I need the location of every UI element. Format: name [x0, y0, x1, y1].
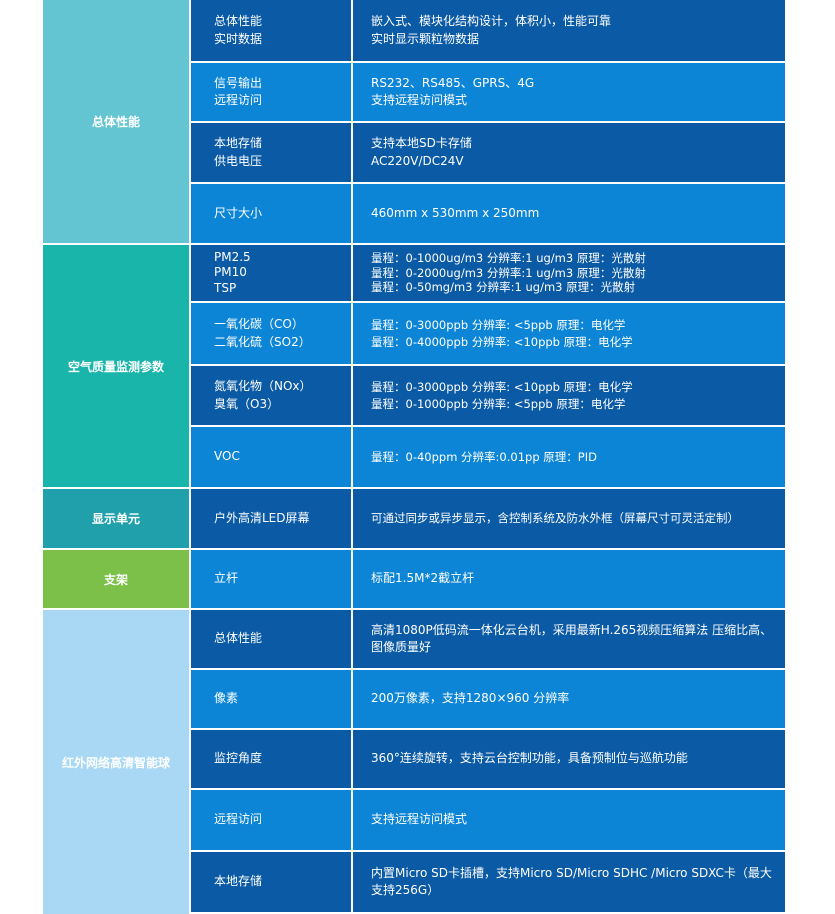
table-row: VOC 量程：0-40ppm 分辨率:0.01pp 原理：PID [191, 427, 785, 487]
group-air-quality: 空气质量监测参数 [43, 245, 189, 487]
table-row: 总体性能 高清1080P低码流一体化云台机，采用最新H.265视频压缩算法 压缩… [191, 610, 785, 668]
param-value: 量程：0-40ppm 分辨率:0.01pp 原理：PID [353, 427, 785, 487]
param-value: 200万像素，支持1280×960 分辨率 [353, 670, 785, 728]
group-title: 总体性能 [91, 115, 140, 129]
param-name: 户外高清LED屏幕 [191, 489, 351, 548]
group-infrared-dome: 红外网络高清智能球 [43, 610, 189, 914]
table-row: 本地存储 内置Micro SD卡插槽，支持Micro SD/Micro SDHC… [191, 852, 785, 912]
param-value: 360°连续旋转，支持云台控制功能，具备预制位与巡航功能 [353, 730, 785, 788]
param-value: RS232、RS485、GPRS、4G 支持远程访问模式 [353, 63, 785, 121]
table-row: 远程访问 支持远程访问模式 [191, 790, 785, 850]
table-row: 氮氧化物（NOx） 臭氧（O3） 量程：0-3000ppb 分辨率: <10pp… [191, 366, 785, 425]
table-row: 本地存储 供电电压 支持本地SD卡存储 AC220V/DC24V [191, 123, 785, 182]
param-value: 量程：0-3000ppb 分辨率: <10ppb 原理：电化学 量程：0-100… [353, 366, 785, 425]
param-value: 460mm x 530mm x 250mm [353, 184, 785, 243]
group-title: 空气质量监测参数 [67, 359, 164, 374]
param-value: 可通过同步或异步显示，含控制系统及防水外框（屏幕尺寸可灵活定制） [353, 489, 785, 548]
param-value: 支持远程访问模式 [353, 790, 785, 850]
param-value: 高清1080P低码流一体化云台机，采用最新H.265视频压缩算法 压缩比高、图像… [353, 610, 785, 668]
param-value: 支持本地SD卡存储 AC220V/DC24V [353, 123, 785, 182]
param-name: 信号输出 远程访问 [191, 63, 351, 121]
param-name: 总体性能 [191, 610, 351, 668]
param-value: 量程：0-1000ug/m3 分辨率:1 ug/m3 原理：光散射 量程：0-2… [353, 245, 785, 301]
param-name: 像素 [191, 670, 351, 728]
param-name: 本地存储 [191, 852, 351, 912]
param-name: 立杆 [191, 550, 351, 608]
table-row: 总体性能 实时数据 嵌入式、模块化结构设计，体积小，性能可靠 实时显示颗粒物数据 [191, 0, 785, 61]
table-row: 户外高清LED屏幕 可通过同步或异步显示，含控制系统及防水外框（屏幕尺寸可灵活定… [191, 489, 785, 548]
param-value: 量程：0-3000ppb 分辨率: <5ppb 原理：电化学 量程：0-4000… [353, 303, 785, 364]
group-title: 支架 [103, 572, 128, 587]
group-bracket: 支架 [43, 550, 189, 608]
param-name: 远程访问 [191, 790, 351, 850]
group-title: 红外网络高清智能球 [61, 755, 170, 770]
table-row: 立杆 标配1.5M*2截立杆 [191, 550, 785, 608]
param-name: 尺寸大小 [191, 184, 351, 243]
param-name: 监控角度 [191, 730, 351, 788]
table-row: 监控角度 360°连续旋转，支持云台控制功能，具备预制位与巡航功能 [191, 730, 785, 788]
param-name: PM2.5 PM10 TSP [191, 245, 351, 301]
param-value: 标配1.5M*2截立杆 [353, 550, 785, 608]
param-name: 氮氧化物（NOx） 臭氧（O3） [191, 366, 351, 425]
param-name: 本地存储 供电电压 [191, 123, 351, 182]
table-row: 信号输出 远程访问 RS232、RS485、GPRS、4G 支持远程访问模式 [191, 63, 785, 121]
spec-table: 总体性能 空气质量监测参数 显示单元 支架 红外网络高清智能球 总体性能 实时数… [43, 0, 785, 914]
table-row: 像素 200万像素，支持1280×960 分辨率 [191, 670, 785, 728]
param-name: 一氧化碳（CO） 二氧化硫（SO2） [191, 303, 351, 364]
param-value: 内置Micro SD卡插槽，支持Micro SD/Micro SDHC /Mic… [353, 852, 785, 912]
param-name: VOC [191, 427, 351, 487]
group-overall-performance: 总体性能 [43, 0, 189, 243]
group-display-unit: 显示单元 [43, 489, 189, 548]
table-row: 尺寸大小 460mm x 530mm x 250mm [191, 184, 785, 243]
param-name: 总体性能 实时数据 [191, 0, 351, 61]
table-row: PM2.5 PM10 TSP 量程：0-1000ug/m3 分辨率:1 ug/m… [191, 245, 785, 301]
group-title: 显示单元 [91, 512, 140, 526]
param-value: 嵌入式、模块化结构设计，体积小，性能可靠 实时显示颗粒物数据 [353, 0, 785, 61]
table-row: 一氧化碳（CO） 二氧化硫（SO2） 量程：0-3000ppb 分辨率: <5p… [191, 303, 785, 364]
